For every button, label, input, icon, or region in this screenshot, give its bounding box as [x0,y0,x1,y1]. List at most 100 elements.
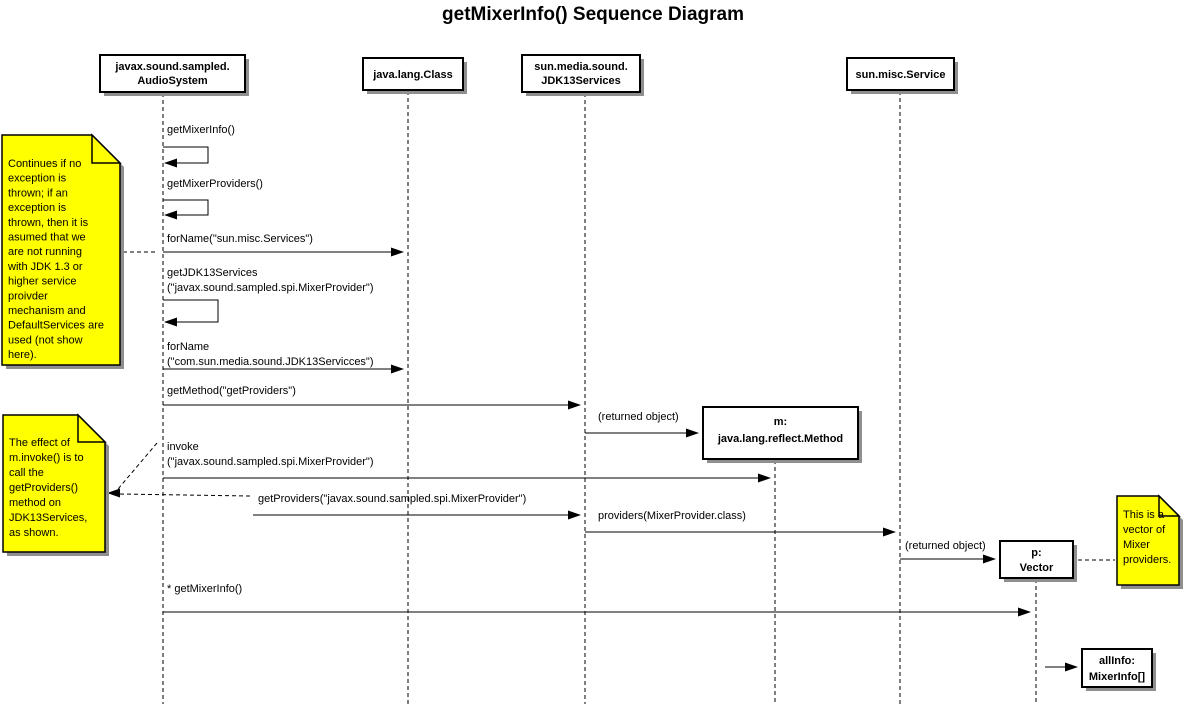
note-text-line: are not running [8,246,82,258]
message-get-mixer-info: getMixerInfo() [163,124,235,168]
note-connector-line [118,493,251,497]
arrowhead-icon [1018,607,1031,617]
message-get-jdk13-services: getJDK13Services ("javax.sound.sampled.sp… [163,267,374,327]
message-label: forName("sun.misc.Services") [167,233,313,245]
message-label: getMethod("getProviders") [167,385,296,397]
arrowhead-icon [758,473,771,483]
actor-label: JDK13Services [541,75,621,87]
arrowhead-icon [391,247,404,257]
actor-audiosystem: javax.sound.sampled.AudioSystem [99,54,249,96]
message-returned-object-p: (returned object) [900,540,996,564]
message-forname-sun-misc-services: forName("sun.misc.Services") [163,233,404,257]
page-title: getMixerInfo() Sequence Diagram [442,4,744,25]
object-allinfo-mixerinfo: allInfo: MixerInfo[] [1081,648,1156,691]
arrowhead-icon [1065,662,1078,672]
note-text-line: mechanism and [8,305,86,317]
note-text-line: The effect of [9,437,71,449]
arrowhead-icon [568,400,581,410]
actor-label: AudioSystem [137,75,208,87]
self-message-line [163,299,219,323]
note-text-line: proivder [8,290,48,302]
message-label: (returned object) [905,540,986,552]
note-text-line: thrown; if an [8,187,68,199]
message-label: * getMixerInfo() [167,583,242,595]
note-text-line: DefaultServices are [8,320,104,332]
self-message-line [163,146,209,164]
note-text-line: thrown, then it is [8,217,89,229]
object-label: java.lang.reflect.Method [717,433,843,445]
object-label: allInfo: [1099,655,1135,667]
note-text-line: providers. [1123,554,1171,566]
actor-java-lang-class: java.lang.Class [362,57,467,94]
arrowhead-icon [686,428,699,438]
connector-note-invoke-horizontal [107,488,251,498]
message-forname-jdk13-servicces: forName ("com.sun.media.sound.JDK13Servic… [163,341,404,374]
actor-jdk13services-box [521,54,641,93]
note-invoke-effect: The effect of m.invoke() is to call the get… [2,413,109,556]
note-text-line: asumed that we [8,232,86,244]
note-text-line: JDK13Services, [9,512,87,524]
object-label: MixerInfo[] [1089,671,1146,683]
self-message-line [163,199,209,216]
note-text-line: method on [9,497,61,509]
object-p-vector-box [999,540,1074,579]
actor-sun-misc-service-box [846,57,955,91]
note-text-line: here). [8,349,37,361]
message-returned-object-m: (returned object) [585,411,699,438]
note-text-line: higher service [8,276,76,288]
arrowhead-icon [164,317,177,327]
message-label: ("javax.sound.sampled.spi.MixerProvider"… [167,456,374,468]
note-text-line: This is a [1123,509,1165,521]
note-vector: This is a vector of Mixer providers. [1116,494,1183,589]
message-label: invoke [167,441,199,453]
note-text-line: as shown. [9,527,59,539]
actor-sun-misc-service: sun.misc.Service [846,57,958,94]
message-label: ("javax.sound.sampled.spi.MixerProvider"… [167,282,374,294]
arrowhead-icon [164,158,177,168]
note-body [2,414,106,553]
object-m-method: m:java.lang.reflect.Method [702,406,862,463]
object-p-vector: p: Vector [999,540,1077,582]
note-fold-icon [77,413,107,443]
note-text-line: Mixer [1123,539,1150,551]
note-text-line: exception is [8,202,67,214]
message-get-mixer-providers: getMixerProviders() [163,178,263,220]
note-text-line: getProviders() [9,482,78,494]
arrowhead-icon [883,527,896,537]
object-label: p: [1031,547,1041,559]
message-label: forName [167,341,209,353]
message-label: (returned object) [598,411,679,423]
note-fold-icon [91,133,122,164]
note-connector-line [117,442,158,490]
message-to-allinfo [1045,662,1078,672]
message-label: providers(MixerProvider.class) [598,510,746,522]
message-label: ("com.sun.media.sound.JDK13Servicces") [167,356,374,368]
actor-jdk13services: sun.media.sound. JDK13Services [521,54,644,96]
note-body [1,134,121,366]
actor-label: sun.media.sound. [534,61,628,73]
message-invoke: invoke ("javax.sound.sampled.spi.MixerPro… [163,441,771,483]
actor-audiosystem-box [99,54,246,93]
message-get-providers: getProviders("javax.sound.sampled.spi.Mi… [253,493,581,520]
actor-label: java.lang.Class [372,69,453,81]
note-text-line: vector of [1123,524,1166,536]
message-label: getProviders("javax.sound.sampled.spi.Mi… [258,493,526,505]
message-label: getMixerInfo() [167,124,235,136]
connector-note-invoke-diagonal [117,442,158,490]
object-m-method-box [702,406,859,460]
note-fold-icon [1158,494,1181,517]
note-text-line: with JDK 1.3 or [7,261,83,273]
actor-label: sun.misc.Service [856,69,946,81]
note-text-line: m.invoke() is to [9,452,84,464]
object-label: Vector [1020,562,1054,574]
note-body [1116,495,1180,586]
note-text-line: Continues if no [8,158,81,170]
message-providers-mixerprovider-class: providers(MixerProvider.class) [585,510,896,537]
arrowhead-icon [164,210,177,220]
note-text-line: call the [9,467,44,479]
arrowhead-icon [107,488,120,498]
message-label: getJDK13Services [167,267,258,279]
note-text-line: exception is [8,173,67,185]
